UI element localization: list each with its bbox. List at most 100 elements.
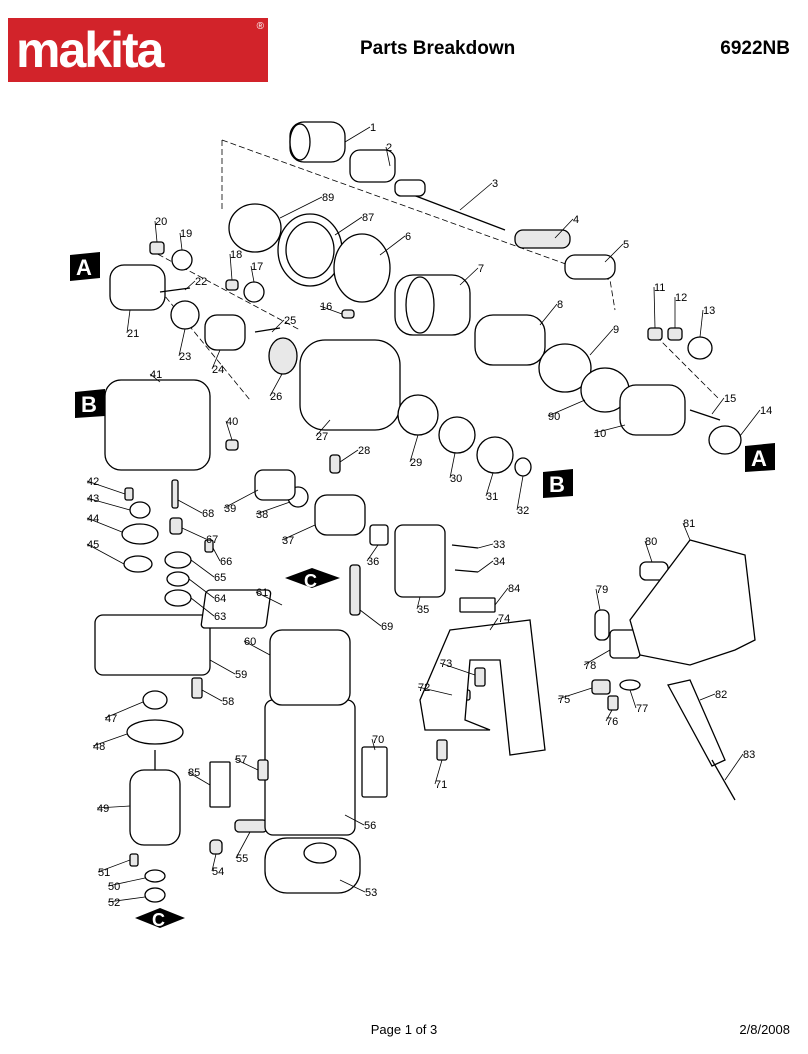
leader-line-7 xyxy=(459,267,479,286)
leader-line-21 xyxy=(126,309,131,334)
callout-31: 31 xyxy=(486,491,498,503)
part-39-shape xyxy=(254,469,296,501)
callout-25: 25 xyxy=(284,315,296,327)
leader-line-58 xyxy=(201,689,223,702)
part-8-shape xyxy=(474,314,546,366)
marker-c-bottom: C xyxy=(135,908,185,930)
leader-line-17 xyxy=(250,265,255,283)
part-37-shape xyxy=(314,494,366,536)
callout-89: 89 xyxy=(322,192,334,204)
leader-line-10 xyxy=(593,424,626,434)
part-87-shape xyxy=(277,213,343,287)
callout-2: 2 xyxy=(386,142,392,154)
assembly-guide-right xyxy=(649,329,721,401)
callout-10: 10 xyxy=(594,428,606,440)
part-75-shape xyxy=(591,679,611,695)
leader-line-5 xyxy=(604,243,624,263)
callout-65: 65 xyxy=(214,572,226,584)
leader-line-9 xyxy=(589,328,614,356)
leader-line-19 xyxy=(179,232,183,251)
leader-line-44 xyxy=(86,517,123,533)
callout-15: 15 xyxy=(724,393,736,405)
part-56-shape xyxy=(264,699,356,836)
leader-line-51 xyxy=(97,859,131,873)
marker-a-right: A xyxy=(745,443,775,472)
part-18-shape xyxy=(225,279,239,291)
callout-44: 44 xyxy=(87,513,99,525)
callout-81: 81 xyxy=(683,518,695,530)
page-number: Page 1 of 3 xyxy=(370,1022,438,1037)
marker-c-top-label: C xyxy=(304,571,317,591)
leader-line-3 xyxy=(459,182,493,211)
leader-line-20 xyxy=(154,220,158,243)
part-1-shape xyxy=(289,121,346,163)
leader-line-24 xyxy=(211,349,221,370)
leader-lines xyxy=(86,126,761,903)
callout-24: 24 xyxy=(212,364,224,376)
part-55-shape xyxy=(234,819,268,833)
callout-37: 37 xyxy=(282,535,294,547)
marker-b-left: B xyxy=(75,389,105,418)
leader-line-29 xyxy=(409,434,419,463)
callout-26: 26 xyxy=(270,391,282,403)
part-27-shape xyxy=(299,339,401,431)
leader-line-25 xyxy=(271,319,285,333)
page-title: Parts Breakdown xyxy=(360,38,516,59)
leader-line-38 xyxy=(255,501,291,515)
part-17-shape xyxy=(243,281,265,303)
leader-line-23 xyxy=(178,328,186,357)
callout-71: 71 xyxy=(435,779,447,791)
leader-line-87 xyxy=(334,216,363,236)
part-71-shape xyxy=(436,739,448,761)
leader-line-90 xyxy=(547,399,586,417)
callout-19: 19 xyxy=(180,228,192,240)
part-22-shape xyxy=(159,287,191,293)
callout-90: 90 xyxy=(548,411,560,423)
callout-22: 22 xyxy=(195,276,207,288)
part-7-shape xyxy=(394,274,471,336)
callout-60: 60 xyxy=(244,636,256,648)
part-21-shape xyxy=(109,264,166,311)
part-3-shape xyxy=(394,179,506,231)
part-16-shape xyxy=(341,309,355,319)
part-73-shape xyxy=(474,667,486,687)
callout-59: 59 xyxy=(235,669,247,681)
callout-78: 78 xyxy=(584,660,596,672)
marker-b-right: B xyxy=(543,469,573,498)
callout-51: 51 xyxy=(98,867,110,879)
leader-line-47 xyxy=(104,701,144,719)
callout-1: 1 xyxy=(370,122,376,134)
leader-line-65 xyxy=(190,559,215,578)
leader-line-80 xyxy=(644,540,653,563)
part-66-shape xyxy=(204,539,214,553)
part-77-shape xyxy=(619,679,641,691)
callout-41: 41 xyxy=(150,369,162,381)
leader-line-69 xyxy=(359,609,382,627)
callout-6: 6 xyxy=(405,231,411,243)
marker-c-top: C xyxy=(285,568,340,591)
part-31-shape xyxy=(476,436,514,474)
callout-17: 17 xyxy=(251,261,263,273)
part-26-shape xyxy=(268,337,298,375)
part-89-shape xyxy=(228,203,282,253)
leader-line-49 xyxy=(96,805,131,809)
part-29-shape xyxy=(397,394,439,436)
callout-47: 47 xyxy=(105,713,117,725)
part-30-shape xyxy=(438,416,476,454)
leader-line-27 xyxy=(315,419,331,437)
part-52-shape xyxy=(144,887,166,903)
part-25-shape xyxy=(254,327,281,333)
callout-23: 23 xyxy=(179,351,191,363)
leader-line-67 xyxy=(181,527,207,540)
part-79-shape xyxy=(594,609,610,641)
leader-line-50 xyxy=(107,877,146,887)
callout-64: 64 xyxy=(214,593,226,605)
leader-line-66 xyxy=(212,547,221,562)
leader-line-30 xyxy=(449,452,456,479)
part-69-shape xyxy=(349,564,361,616)
part-36-shape xyxy=(369,524,389,546)
part-24-shape xyxy=(204,314,246,351)
leader-line-82 xyxy=(699,693,716,701)
callout-14: 14 xyxy=(760,405,772,417)
part-43-shape xyxy=(129,501,151,519)
